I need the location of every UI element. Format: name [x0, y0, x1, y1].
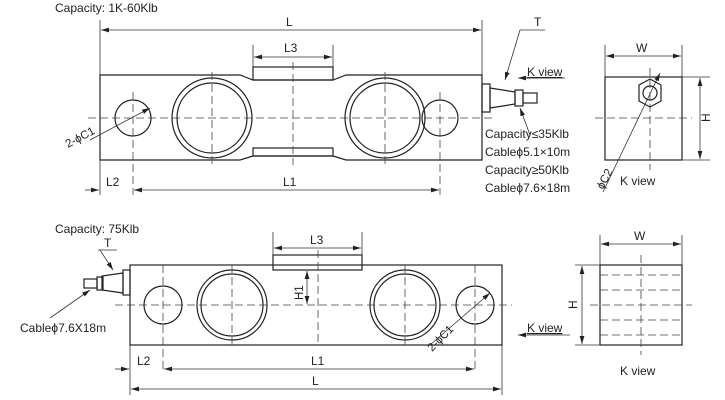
bottom-l3-slot [272, 254, 363, 271]
bottom-connector-nut [122, 269, 131, 296]
bottom-dim-l3: L3 [310, 233, 324, 247]
top-dim-w: W [636, 41, 648, 55]
bottom-dim-t: T [104, 236, 112, 250]
bottom-dim-l: L [312, 374, 319, 388]
top-dim-l: L [286, 15, 293, 29]
top-dim-l1: L1 [283, 175, 297, 189]
bottom-cable-stub [83, 278, 98, 289]
top-note-3: Capacity≥50Klb [485, 163, 569, 177]
bottom-mount-hole-right [455, 285, 495, 325]
top-c2-label: ϕC2 [595, 167, 616, 191]
top-dim-l3: L3 [284, 41, 298, 55]
bottom-dim-h: H [566, 300, 580, 309]
top-cable-stub [522, 92, 538, 104]
bottom-k-view-arrow: K view [527, 321, 563, 335]
top-dim-l2: L2 [106, 175, 120, 189]
top-side-outline [604, 76, 683, 161]
bottom-dim-h1: H1 [294, 285, 306, 300]
top-k-view-caption: K view [620, 174, 656, 188]
top-k-view-arrow: K view [527, 65, 563, 79]
bottom-dim-w: W [634, 229, 646, 243]
bottom-capacity-title: Capacity: 75Klb [55, 222, 139, 236]
bottom-dim-l2: L2 [137, 354, 151, 368]
bottom-dim-l1: L1 [311, 354, 325, 368]
top-dim-h: H [699, 113, 713, 122]
bottom-side-view: W H K view [566, 229, 692, 378]
bottom-mount-hole-left [143, 285, 183, 325]
top-connector-nut [481, 83, 491, 113]
top-side-view: W H ϕC2 K view [595, 41, 713, 193]
top-note-4: Cableϕ7.6×18m [485, 181, 570, 195]
bottom-hole-label: 2-ϕC1 [426, 323, 457, 354]
top-hole-label: 2-ϕC1 [64, 125, 97, 150]
top-note-1: Capacity≤35Klb [485, 127, 569, 141]
top-side-nut [638, 78, 662, 108]
bottom-front-view: Capacity: 75Klb L3 H1 L2 L1 L 2-ϕC1 [20, 222, 570, 395]
top-dim-t: T [534, 15, 542, 29]
bottom-k-view-caption: K view [620, 364, 656, 378]
top-note-2: Cableϕ5.1×10m [485, 145, 570, 159]
top-front-view: Capacity: 1K-60Klb L L3 L1 L2 2-ϕC1 [55, 1, 570, 195]
bottom-cable-label: Cableϕ7.6X18m [20, 321, 106, 335]
top-capacity-title: Capacity: 1K-60Klb [55, 1, 158, 15]
